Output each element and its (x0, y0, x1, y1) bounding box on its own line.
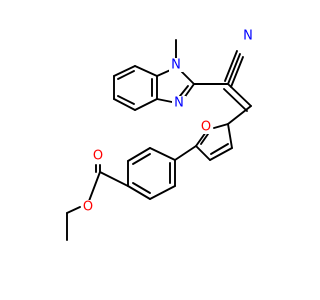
ester-o-label: O (83, 200, 93, 215)
structure-canvas: N N N O O O (66, 28, 255, 241)
furan-ring (195, 105, 252, 161)
imidazole-n-label: N (174, 96, 184, 111)
imidazole-n-methyl-label: N (171, 58, 181, 73)
benzimidazole-benzene-ring (113, 65, 158, 111)
molecule-drawing: N N N O O O (66, 28, 255, 241)
furan-o-label: O (201, 120, 211, 135)
phenylene-ring (127, 145, 197, 200)
carbonyl-o-label: O (93, 149, 103, 164)
atom-labels: N N N O O O (81, 29, 255, 215)
cyanovinyl-linker (193, 50, 252, 112)
nitrile-n-label: N (243, 29, 253, 44)
ethyl-ester-group (66, 164, 129, 241)
